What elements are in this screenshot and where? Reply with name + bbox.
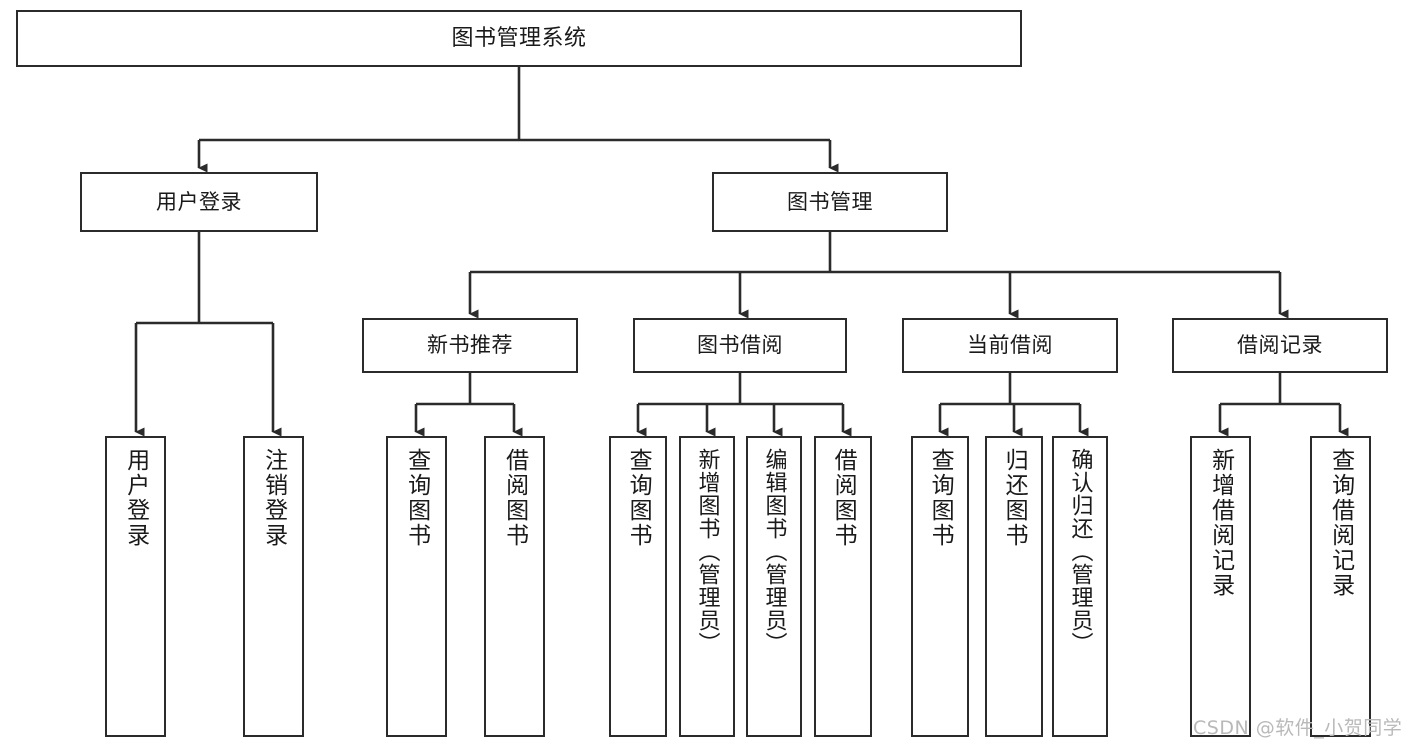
node-leaf-user-login[interactable]: 用户登录 — [105, 436, 166, 737]
node-leaf-return-book-label: 归还图书 — [1001, 448, 1028, 548]
node-root[interactable]: 图书管理系统 — [16, 10, 1022, 67]
node-book-borrow[interactable]: 图书借阅 — [633, 318, 847, 373]
node-leaf-add-record-label: 新增借阅记录 — [1207, 448, 1234, 598]
node-root-label: 图书管理系统 — [451, 25, 587, 51]
node-current-borrow[interactable]: 当前借阅 — [902, 318, 1118, 373]
node-leaf-query-book-1-label: 查询图书 — [403, 448, 430, 548]
node-leaf-add-book-label: 新增图书（管理员） — [694, 448, 720, 655]
node-current-borrow-label: 当前借阅 — [967, 333, 1053, 358]
current-borrow-to-leaves-connectors — [938, 373, 1089, 437]
node-book-manage-label: 图书管理 — [787, 189, 873, 214]
node-new-book-recommend[interactable]: 新书推荐 — [362, 318, 578, 373]
node-user-login-label: 用户登录 — [156, 189, 242, 214]
borrow-record-to-leaves-connectors — [1218, 373, 1349, 437]
node-leaf-add-book[interactable]: 新增图书（管理员） — [679, 436, 735, 737]
node-leaf-borrow-book-1[interactable]: 借阅图书 — [484, 436, 545, 737]
node-borrow-record-label: 借阅记录 — [1237, 333, 1323, 358]
book-manage-to-level2-connectors — [468, 232, 1289, 319]
book-borrow-to-leaves-connectors — [636, 373, 852, 437]
node-leaf-query-record[interactable]: 查询借阅记录 — [1310, 436, 1371, 737]
node-leaf-add-record[interactable]: 新增借阅记录 — [1190, 436, 1251, 737]
node-book-borrow-label: 图书借阅 — [697, 333, 783, 358]
node-leaf-query-book-2-label: 查询图书 — [625, 448, 652, 548]
node-leaf-query-book-2[interactable]: 查询图书 — [609, 436, 667, 737]
node-leaf-confirm-return-label: 确认归还（管理员） — [1067, 448, 1093, 655]
watermark-text: CSDN @软件_小贺同学 — [1193, 717, 1403, 739]
node-leaf-return-book[interactable]: 归还图书 — [985, 436, 1043, 737]
user-login-to-leaves-connectors — [134, 232, 282, 437]
node-leaf-user-logout[interactable]: 注销登录 — [243, 436, 304, 737]
node-leaf-confirm-return[interactable]: 确认归还（管理员） — [1052, 436, 1108, 737]
node-leaf-user-logout-label: 注销登录 — [260, 448, 287, 548]
new-book-recommend-to-leaves-connectors — [414, 373, 523, 437]
node-leaf-borrow-book-1-label: 借阅图书 — [501, 448, 528, 548]
node-user-login[interactable]: 用户登录 — [80, 172, 318, 232]
node-book-manage[interactable]: 图书管理 — [712, 172, 948, 232]
node-leaf-query-book-1[interactable]: 查询图书 — [386, 436, 447, 737]
node-leaf-query-book-3-label: 查询图书 — [927, 448, 954, 548]
node-leaf-borrow-book-2-label: 借阅图书 — [830, 448, 857, 548]
node-leaf-edit-book[interactable]: 编辑图书（管理员） — [746, 436, 802, 737]
node-new-book-recommend-label: 新书推荐 — [427, 333, 513, 358]
node-borrow-record[interactable]: 借阅记录 — [1172, 318, 1388, 373]
node-leaf-borrow-book-2[interactable]: 借阅图书 — [814, 436, 872, 737]
node-leaf-user-login-label: 用户登录 — [122, 448, 149, 548]
node-leaf-edit-book-label: 编辑图书（管理员） — [761, 448, 787, 655]
root-to-level1-connectors — [197, 67, 839, 173]
node-leaf-query-record-label: 查询借阅记录 — [1327, 448, 1354, 598]
node-leaf-query-book-3[interactable]: 查询图书 — [911, 436, 969, 737]
